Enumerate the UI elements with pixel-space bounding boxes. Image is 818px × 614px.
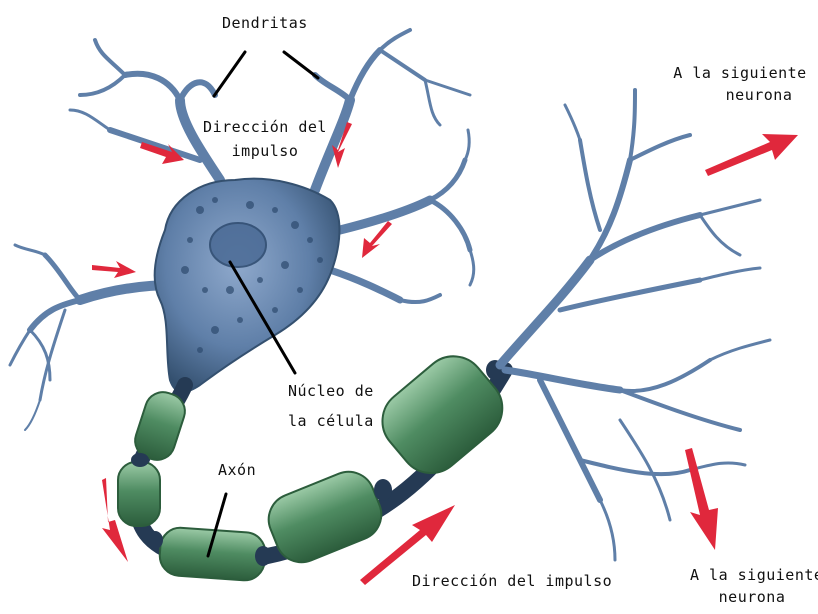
dendrites-top-right xyxy=(315,30,474,302)
label-line: A la siguiente xyxy=(690,566,814,584)
myelin-segment xyxy=(118,462,160,526)
cell-nucleus xyxy=(210,223,266,267)
label-dendritas: Dendritas xyxy=(222,14,308,32)
label-nucleo-celula: Núcleo de la célula xyxy=(288,382,374,430)
label-direccion-impulso-top: Dirección del impulso xyxy=(200,118,330,160)
myelin-segment xyxy=(158,526,266,581)
label-line: neurona xyxy=(690,588,814,606)
arrow-icon xyxy=(705,134,798,176)
label-line: Dirección del xyxy=(200,118,330,136)
label-direccion-impulso-bottom: Dirección del impulso xyxy=(412,572,612,590)
myelin-segment xyxy=(130,387,189,464)
label-line: A la siguiente xyxy=(672,64,808,82)
label-line: la célula xyxy=(288,412,374,430)
arrow-icon xyxy=(92,261,136,278)
label-siguiente-neurona-bottom: A la siguiente neurona xyxy=(690,566,814,606)
pointer-line xyxy=(284,52,318,78)
pointer-line xyxy=(214,52,245,96)
label-axon: Axón xyxy=(218,461,256,479)
label-line: neurona xyxy=(672,86,808,104)
label-line: Núcleo de xyxy=(288,382,374,400)
label-line: impulso xyxy=(200,142,330,160)
label-siguiente-neurona-top: A la siguiente neurona xyxy=(672,64,808,104)
cell-body xyxy=(155,179,340,392)
